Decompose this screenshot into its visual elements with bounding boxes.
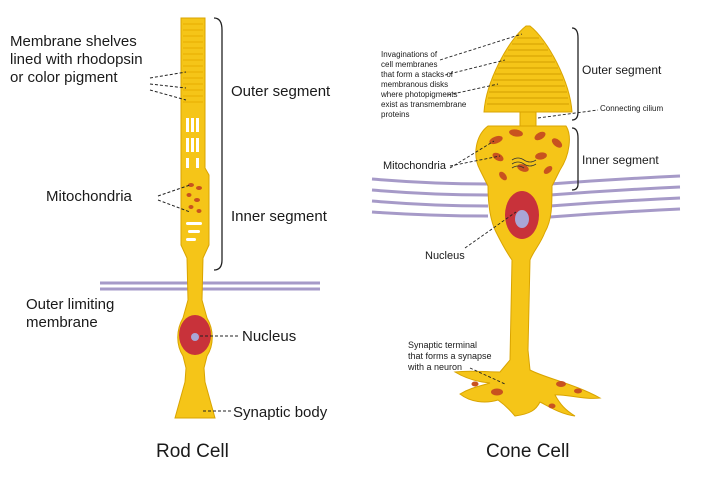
rod-label-inner-segment: Inner segment (231, 208, 327, 225)
rod-label-mitochondria: Mitochondria (46, 188, 132, 205)
cone-brace-outer (571, 27, 579, 121)
rod-membrane-shelves (183, 23, 203, 103)
cone-label-inner-segment: Inner segment (582, 153, 659, 167)
cone-caption: Cone Cell (486, 441, 570, 462)
cone-brace-inner (571, 127, 579, 191)
cone-label-outer-segment: Outer segment (582, 63, 662, 77)
rod-cell-body (174, 17, 216, 419)
rod-outer-limiting-membrane (100, 281, 320, 291)
rod-label-outer-segment: Outer segment (231, 83, 331, 100)
rod-label-synaptic-body: Synaptic body (233, 404, 328, 421)
rod-label-membrane-shelves: Membrane shelves lined with rhodopsin or… (10, 33, 143, 86)
cone-disk-stack (487, 37, 569, 105)
rod-inner-vesicles (186, 222, 202, 241)
cone-outer-segment (483, 25, 573, 113)
rod-label-outer-limiting-membrane: Outer limiting membrane (26, 296, 115, 331)
cone-connecting-cilium (519, 111, 537, 127)
rod-brace (213, 17, 223, 271)
cone-label-invaginations: Invaginations of cell membranes that for… (381, 50, 467, 119)
cone-label-connecting-cilium: Connecting cilium (600, 104, 664, 113)
cone-label-mitochondria: Mitochondria (383, 160, 446, 172)
cone-nucleolus (515, 210, 529, 228)
rod-disk-gaps (186, 118, 199, 168)
cone-pointers (439, 33, 599, 385)
rod-nucleolus (191, 333, 199, 341)
cone-golgi (511, 157, 537, 169)
cone-membrane-lines (371, 174, 681, 219)
rod-label-nucleus: Nucleus (242, 328, 297, 345)
rod-caption: Rod Cell (156, 441, 229, 462)
cone-label-synaptic-terminal: Synaptic terminal that forms a synapse w… (408, 340, 492, 372)
cone-mitochondria (471, 129, 582, 409)
rod-mitochondria (186, 183, 202, 213)
cone-label-nucleus: Nucleus (425, 250, 465, 262)
rod-pointers (149, 71, 240, 412)
cone-cell-body (453, 125, 602, 417)
